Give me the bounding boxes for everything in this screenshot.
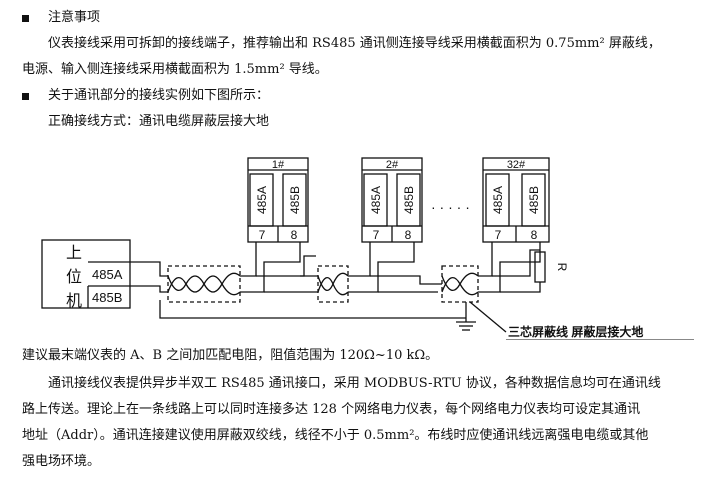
host-computer-box (41, 239, 131, 309)
host-char-2: 位 (66, 268, 82, 286)
meter-32-label-a: 485A (491, 186, 505, 214)
meter-2-terminal-7: 7 (373, 228, 380, 242)
twisted-pair-2 (317, 265, 349, 303)
ground-icon (456, 318, 476, 331)
paragraph-line: 仪表接线采用可拆卸的接线端子，推荐输出和 RS485 通讯侧连接导线采用横截面积… (48, 36, 661, 51)
section-heading-wiring: 关于通讯部分的接线实例如下图所示： (48, 88, 270, 103)
meter-1-label-a: 485A (255, 186, 269, 214)
subheading-correct-wiring: 正确接线方式：通讯电缆屏蔽层接大地 (48, 114, 270, 129)
meter-2-box (361, 157, 423, 243)
wire-a (130, 261, 168, 277)
meter-1-terminal-8: 8 (291, 228, 298, 242)
bullet-icon (22, 93, 29, 100)
paragraph-line: 电源、输入侧连接线采用横截面积为 1.5mm² 导线。 (22, 62, 328, 77)
paragraph-line: 通讯接线仪表提供异步半双工 RS485 通讯接口，采用 MODBUS-RTU 协… (48, 376, 661, 391)
bullet-icon (22, 15, 29, 22)
meter-2-terminal-8: 8 (405, 228, 412, 242)
host-port-485b: 485B (92, 290, 122, 305)
wiring-diagram: 上 位 机 485A 485B 1# 485A 485B 7 8 2# 485A… (41, 157, 694, 340)
resistor-label: R (555, 263, 569, 272)
twisted-pair-1 (167, 265, 241, 303)
meter-2-id: 2# (386, 159, 399, 171)
meter-ellipsis: · · · · · (431, 199, 470, 215)
host-char-1: 上 (66, 244, 82, 262)
paragraph-line: 路上传送。理论上在一条线路上可以同时连接多达 128 个网络电力仪表，每个网络电… (22, 402, 641, 417)
twisted-pair-3 (441, 265, 479, 303)
meter-2-label-a: 485A (369, 186, 383, 214)
meter-32-id: 32# (507, 159, 526, 171)
meter-1-terminal-7: 7 (259, 228, 266, 242)
meter-32-terminal-7: 7 (495, 228, 502, 242)
host-char-3: 机 (66, 292, 82, 310)
shield-ground-callout: 三芯屏蔽线 屏蔽层接大地 (508, 324, 643, 339)
meter-1-label-b: 485B (288, 186, 302, 214)
meter-1-id: 1# (272, 159, 285, 171)
host-port-485a: 485A (92, 267, 123, 282)
paragraph-line: 地址（Addr）。通讯连接建议使用屏蔽双绞线，线径不小于 0.5mm²。布线时应… (22, 428, 649, 443)
meter-32-terminal-8: 8 (531, 228, 538, 242)
wire-b (130, 285, 168, 293)
resistor-note: 建议最末端仪表的 A、B 之间加匹配电阻，阻值范围为 120Ω~10 kΩ。 (22, 348, 439, 363)
termination-resistor (492, 249, 546, 293)
meter-2-label-b: 485B (402, 186, 416, 214)
meter-1-box (247, 157, 309, 243)
meter-32-box (482, 157, 550, 243)
meter-32-label-b: 485B (527, 186, 541, 214)
paragraph-line: 强电场环境。 (22, 454, 101, 469)
callout-leader (469, 301, 507, 333)
shield-drain-wire (159, 300, 466, 319)
section-heading-notes: 注意事项 (48, 10, 101, 25)
